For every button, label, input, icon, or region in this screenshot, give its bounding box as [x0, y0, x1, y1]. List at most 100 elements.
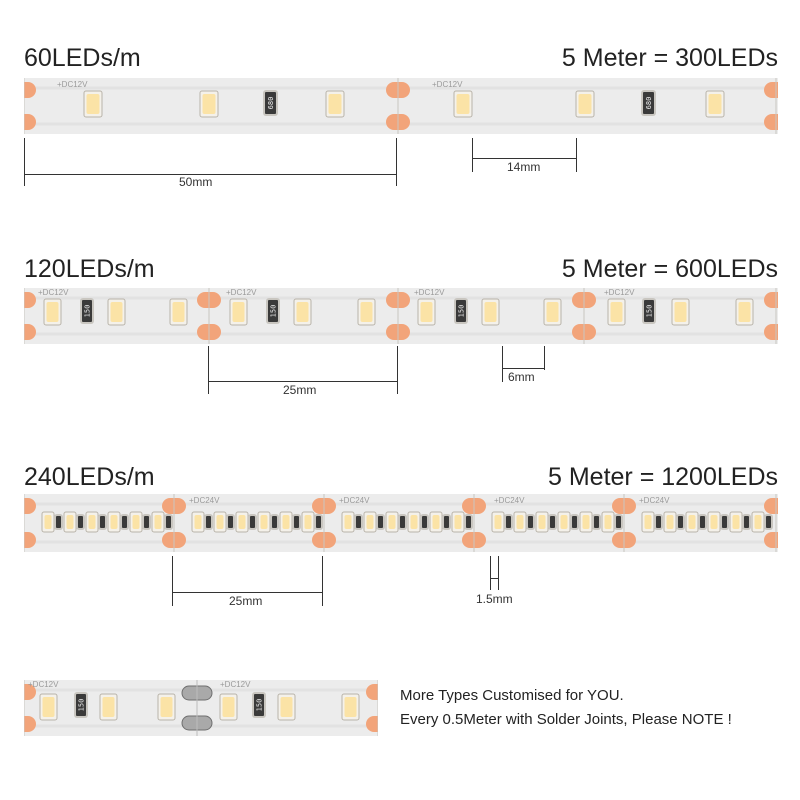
dimension-1-5mm: 1.5mm — [476, 556, 526, 608]
resistor — [292, 514, 301, 530]
resistor: 150 — [252, 692, 266, 718]
led-chip — [481, 298, 500, 326]
svg-text:150: 150 — [458, 305, 466, 318]
led-chip — [363, 511, 377, 533]
resistor — [164, 514, 173, 530]
led-chip — [705, 90, 725, 118]
resistor — [314, 514, 323, 530]
solder-pad — [764, 532, 778, 548]
resistor: 150 — [454, 298, 468, 324]
summary-title: 5 Meter = 300LEDs — [561, 44, 778, 72]
density-title: 120LEDs/m — [24, 255, 155, 283]
led-chip — [325, 90, 345, 118]
led-chip — [85, 511, 99, 533]
led-chip — [641, 511, 655, 533]
resistor — [698, 514, 707, 530]
resistor — [548, 514, 557, 530]
dimension-label: 25mm — [283, 383, 317, 397]
resistor — [354, 514, 363, 530]
resistor: 150 — [80, 298, 94, 324]
solder-pad — [24, 292, 36, 308]
resistor — [614, 514, 623, 530]
resistor: 150 — [74, 692, 88, 718]
resistor — [142, 514, 151, 530]
pcb-label: +DC12V — [226, 288, 257, 297]
led-chip — [199, 90, 219, 118]
led-chip — [169, 298, 188, 326]
led-chip — [235, 511, 249, 533]
solder-pad — [764, 82, 778, 98]
pcb-label: +DC12V — [220, 680, 251, 689]
resistor: 680 — [641, 90, 656, 116]
resistor — [54, 514, 63, 530]
svg-text:150: 150 — [84, 305, 92, 318]
led-chip — [557, 511, 571, 533]
density-title: 240LEDs/m — [24, 463, 155, 491]
dimension-label: 25mm — [229, 594, 263, 608]
resistor — [742, 514, 751, 530]
pcb-label: +DC24V — [639, 496, 670, 505]
led-chip — [601, 511, 615, 533]
dimension-25mm: 25mm — [172, 556, 324, 608]
led-chip — [107, 511, 121, 533]
resistor — [764, 514, 773, 530]
led-chip — [607, 298, 626, 326]
led-chip — [83, 90, 103, 118]
svg-text:150: 150 — [646, 305, 654, 318]
led-chip — [39, 693, 58, 721]
led-chip — [575, 90, 595, 118]
solder-pad — [24, 716, 36, 732]
resistor — [398, 514, 407, 530]
resistor — [464, 514, 473, 530]
led-chip — [219, 693, 238, 721]
led-chip — [579, 511, 593, 533]
dimension-label: 14mm — [507, 160, 541, 174]
solder-pad — [24, 532, 36, 548]
note-line-2: Every 0.5Meter with Solder Joints, Pleas… — [400, 711, 732, 728]
led-chip — [535, 511, 549, 533]
pcb-label: +DC12V — [414, 288, 445, 297]
led-chip — [277, 693, 296, 721]
resistor: 150 — [642, 298, 656, 324]
dimension-label: 6mm — [508, 370, 535, 384]
led-chip — [157, 693, 176, 721]
pcb-label: +DC12V — [432, 80, 463, 89]
led-chip — [751, 511, 765, 533]
note-line-1: More Types Customised for YOU. — [400, 687, 624, 704]
led-chip — [417, 298, 436, 326]
dimension-label: 50mm — [179, 175, 213, 189]
solder-pad — [24, 684, 36, 700]
resistor: 680 — [263, 90, 278, 116]
pcb-label: +DC12V — [57, 80, 88, 89]
pcb-label: +DC24V — [189, 496, 220, 505]
pcb-label: +DC12V — [38, 288, 69, 297]
resistor — [442, 514, 451, 530]
led-chip — [191, 511, 205, 533]
svg-text:680: 680 — [267, 97, 275, 110]
led-chip — [41, 511, 55, 533]
resistor — [120, 514, 129, 530]
solder-pad — [764, 292, 778, 308]
solder-pad — [24, 498, 36, 514]
led-strip-240: +DC24V+DC24V+DC24V+DC24V — [24, 494, 778, 552]
led-chip — [63, 511, 77, 533]
resistor — [98, 514, 107, 530]
dimension-25mm: 25mm — [208, 346, 400, 397]
led-chip — [663, 511, 677, 533]
led-chip — [735, 298, 754, 326]
solder-pad — [24, 324, 36, 340]
pcb-label: +DC12V — [28, 680, 59, 689]
led-chip — [341, 693, 360, 721]
led-chip — [385, 511, 399, 533]
led-strip-60: +DC12V +DC12V 680 680 — [24, 78, 778, 134]
resistor — [720, 514, 729, 530]
led-chip — [729, 511, 743, 533]
resistor — [654, 514, 663, 530]
led-chip — [707, 511, 721, 533]
led-chip — [257, 511, 271, 533]
resistor — [226, 514, 235, 530]
resistor — [376, 514, 385, 530]
led-chip — [301, 511, 315, 533]
